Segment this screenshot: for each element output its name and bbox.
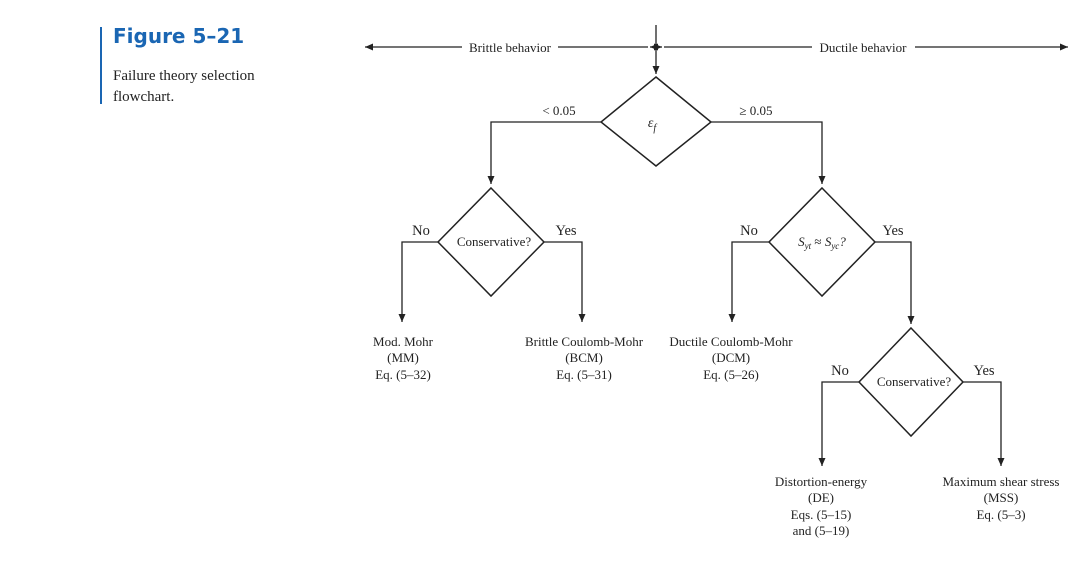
outcome-mss-equation: Eq. (5–3) xyxy=(976,507,1025,522)
outcome-dcm-equation: Eq. (5–26) xyxy=(703,367,759,382)
left-yes-label: Yes xyxy=(555,223,576,239)
right-yes-connector xyxy=(875,241,915,324)
right-decision-label: Syt ≈ Syc? xyxy=(798,234,846,251)
left-branch-connector xyxy=(487,121,601,184)
outcome-mod-mohr: Mod. Mohr (MM) Eq. (5–32) xyxy=(373,334,434,382)
outcome-mm-name: Mod. Mohr xyxy=(373,334,434,349)
outcome-brittle-coulomb-mohr: Brittle Coulomb-Mohr (BCM) Eq. (5–31) xyxy=(525,334,644,382)
right-yes-label: Yes xyxy=(882,223,903,239)
syt-subscript: yt xyxy=(804,241,812,251)
outcome-bcm-equation: Eq. (5–31) xyxy=(556,367,612,382)
right-no-connector xyxy=(728,241,769,322)
outcome-mss-abbrev: (MSS) xyxy=(984,490,1019,505)
right-no-label: No xyxy=(740,223,758,239)
figure-description: Failure theory selection flowchart. xyxy=(113,68,255,105)
outcome-mm-abbrev: (MM) xyxy=(387,350,419,365)
right-branch-connector xyxy=(711,121,826,184)
outcome-de-name: Distortion-energy xyxy=(775,474,868,489)
approx-symbol: ≈ xyxy=(811,234,825,249)
strain-symbol: ε xyxy=(648,116,654,131)
outcome-mm-equation: Eq. (5–32) xyxy=(375,367,431,382)
outcome-dcm-name: Ductile Coulomb-Mohr xyxy=(669,334,793,349)
syc-symbol: S xyxy=(825,234,832,249)
lower-yes-connector xyxy=(963,381,1005,466)
left-branch-label: < 0.05 xyxy=(542,103,575,118)
lower-yes-label: Yes xyxy=(973,363,994,379)
strain-at-fracture-label: εf xyxy=(648,116,658,134)
right-branch-label: ≥ 0.05 xyxy=(739,103,772,118)
brittle-behavior-label: Brittle behavior xyxy=(469,40,552,55)
lower-no-connector xyxy=(818,381,859,466)
strain-subscript: f xyxy=(653,123,657,134)
outcome-dcm-abbrev: (DCM) xyxy=(712,350,750,365)
outcome-de-equation: Eqs. (5–15) xyxy=(791,507,852,522)
outcome-distortion-energy: Distortion-energy (DE) Eqs. (5–15) and (… xyxy=(775,474,868,538)
figure-title: Figure 5–21 xyxy=(113,24,245,48)
outcome-bcm-name: Brittle Coulomb-Mohr xyxy=(525,334,644,349)
outcome-de-equation-2: and (5–19) xyxy=(793,523,850,538)
outcome-de-abbrev: (DE) xyxy=(808,490,834,505)
lower-decision-label: Conservative? xyxy=(877,374,952,389)
left-yes-connector xyxy=(544,241,586,322)
left-decision-label: Conservative? xyxy=(457,234,532,249)
caption-rule xyxy=(100,27,102,104)
syc-subscript: yc xyxy=(830,241,839,251)
left-no-connector xyxy=(398,241,438,322)
syt-symbol: S xyxy=(798,234,805,249)
lower-decision-diamond xyxy=(857,326,965,438)
outcome-bcm-abbrev: (BCM) xyxy=(565,350,603,365)
outcome-mss-name: Maximum shear stress xyxy=(943,474,1060,489)
outcome-ductile-coulomb-mohr: Ductile Coulomb-Mohr (DCM) Eq. (5–26) xyxy=(669,334,793,382)
right-decision-diamond xyxy=(767,186,877,298)
question-mark: ? xyxy=(839,234,846,249)
root-decision-diamond xyxy=(599,76,713,167)
outcome-maximum-shear-stress: Maximum shear stress (MSS) Eq. (5–3) xyxy=(943,474,1060,522)
lower-no-label: No xyxy=(831,363,849,379)
ductile-behavior-label: Ductile behavior xyxy=(820,40,908,55)
left-no-label: No xyxy=(412,223,430,239)
left-decision-diamond xyxy=(436,186,546,298)
